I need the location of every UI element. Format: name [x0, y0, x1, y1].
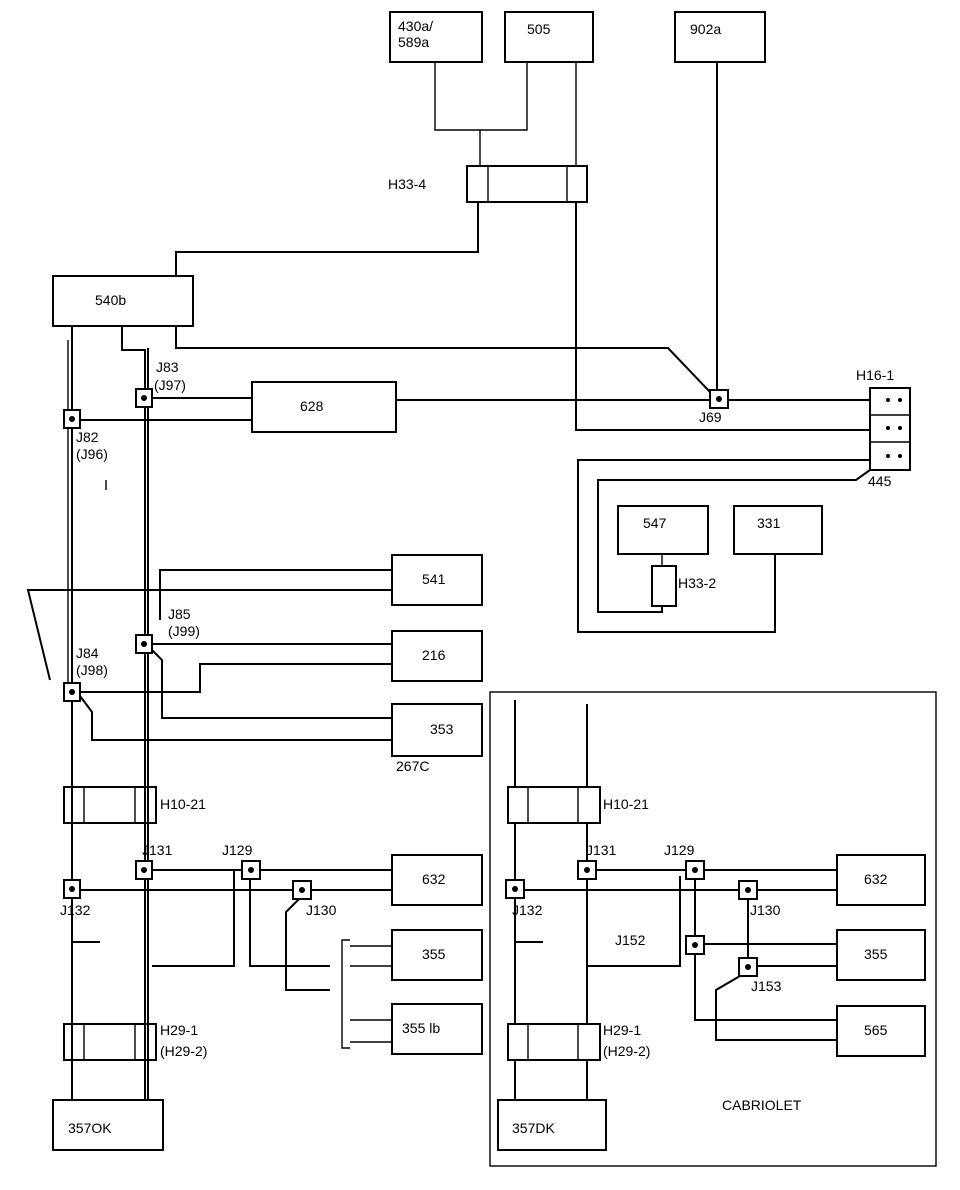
connector-h10-21-right-label: H10-21	[603, 796, 649, 812]
component-628-label: 628	[300, 398, 324, 414]
component-430a-label-2: 589a	[398, 34, 429, 50]
junction-j131-label: J131	[142, 842, 173, 858]
component-628: 628	[251, 381, 397, 433]
junction-j97-label: (J97)	[154, 377, 186, 393]
junction-j132-label: J132	[60, 902, 91, 918]
wires-top	[80, 62, 871, 633]
connector-h10-21-left: H10-21	[63, 786, 206, 824]
connector-h16-1-label: H16-1	[856, 367, 894, 383]
junction-j83-label: J83	[156, 359, 179, 375]
component-541: 541	[391, 554, 483, 606]
component-331-label: 331	[757, 515, 781, 531]
component-355-left-label: 355	[422, 946, 446, 962]
junction-j132: J132	[60, 879, 91, 918]
component-357ok: 357OK	[52, 1099, 164, 1151]
connector-h29-1-right: H29-1 (H29-2)	[507, 1022, 650, 1061]
junction-j82: J82 (J96)	[63, 409, 108, 462]
label-267c: 267C	[396, 758, 429, 774]
junction-j69-label: J69	[699, 409, 722, 425]
junction-r-j130-label: J130	[750, 902, 781, 918]
cabriolet-panel: CABRIOLET H10-21 H29-1 (H29-2) 632 355	[489, 691, 937, 1167]
junction-j96-label: (J96)	[76, 446, 108, 462]
component-357dk: 357DK	[497, 1099, 607, 1151]
junction-j129-label: J129	[222, 842, 253, 858]
component-632-right-label: 632	[864, 871, 888, 887]
junction-j99-label: (J99)	[168, 623, 200, 639]
connector-h29-1-right-label: H29-1	[603, 1022, 641, 1038]
junction-r-j153: J153	[738, 957, 782, 994]
component-355lb-label: 355 lb	[402, 1020, 440, 1036]
cabriolet-label: CABRIOLET	[722, 1097, 802, 1113]
junction-j84-label: J84	[76, 645, 99, 661]
component-216: 216	[391, 630, 483, 682]
junction-r-j131-label: J131	[586, 842, 617, 858]
junction-r-j152: J152	[615, 932, 705, 955]
component-355-right-label: 355	[864, 946, 888, 962]
junction-r-j132-label: J132	[512, 902, 543, 918]
junction-j129: J129	[222, 842, 261, 880]
component-357ok-label: 357OK	[68, 1120, 112, 1136]
junction-j130: J130	[292, 880, 337, 918]
connector-h29-2-left-label: (H29-2)	[160, 1043, 207, 1059]
junction-r-j153-label: J153	[751, 978, 782, 994]
component-216-label: 216	[422, 647, 446, 663]
connector-h33-4: H33-4	[388, 165, 588, 203]
junction-j83: J83 (J97)	[135, 359, 186, 408]
connector-h29-1-left: H29-1 (H29-2)	[63, 1022, 207, 1061]
component-355-right: 355	[836, 929, 926, 981]
junction-j84: J84 (J98)	[63, 645, 108, 702]
component-430a-label-1: 430a/	[398, 18, 433, 34]
component-355lb: 355 lb	[391, 1003, 483, 1055]
component-547-label: 547	[643, 515, 667, 531]
connector-h33-2-label: H33-2	[678, 575, 716, 591]
junction-j69: J69	[699, 389, 729, 425]
junction-r-j132: J132	[505, 879, 543, 918]
junction-r-j129: J129	[664, 842, 705, 880]
connector-h16-1: H16-1 445	[856, 367, 911, 489]
component-632-right: 632	[836, 854, 926, 906]
component-540b: 540b	[52, 275, 194, 327]
component-632-left-label: 632	[422, 871, 446, 887]
connector-h10-21-left-label: H10-21	[160, 796, 206, 812]
junction-r-j129-label: J129	[664, 842, 695, 858]
component-565: 565	[836, 1005, 926, 1057]
junction-j98-label: (J98)	[76, 662, 108, 678]
component-547: 547	[617, 505, 709, 555]
component-565-label: 565	[864, 1022, 888, 1038]
wires-left-trunk	[26, 326, 392, 1100]
connector-h16-1-pin-label: 445	[868, 473, 892, 489]
component-331: 331	[733, 505, 823, 555]
connector-h29-1-left-label: H29-1	[160, 1022, 198, 1038]
component-902a-label: 902a	[690, 21, 721, 37]
component-632-left: 632	[391, 854, 483, 906]
connector-h33-2: H33-2	[651, 565, 716, 607]
junction-j85-label: J85	[168, 606, 191, 622]
component-355-left: 355	[391, 929, 483, 981]
component-902a: 902a	[674, 11, 766, 63]
junction-r-j152-label: J152	[615, 932, 646, 948]
junction-j85: J85 (J99)	[135, 606, 200, 654]
junction-r-j130: J130	[738, 880, 781, 918]
junction-j131: J131	[135, 842, 173, 880]
component-505: 505	[504, 11, 594, 63]
connector-h29-2-right-label: (H29-2)	[603, 1043, 650, 1059]
component-505-label: 505	[527, 21, 551, 37]
connector-h10-21-right: H10-21	[507, 786, 649, 824]
junction-r-j131: J131	[577, 842, 617, 880]
junction-j82-label: J82	[76, 429, 99, 445]
component-540b-label: 540b	[95, 292, 126, 308]
connector-h33-4-label: H33-4	[388, 176, 426, 192]
component-541-label: 541	[422, 571, 446, 587]
component-353: 353	[391, 703, 483, 757]
component-357dk-label: 357DK	[512, 1120, 555, 1136]
component-430a-589a: 430a/ 589a	[389, 11, 483, 63]
component-353-label: 353	[430, 721, 454, 737]
junction-j130-label: J130	[306, 902, 337, 918]
